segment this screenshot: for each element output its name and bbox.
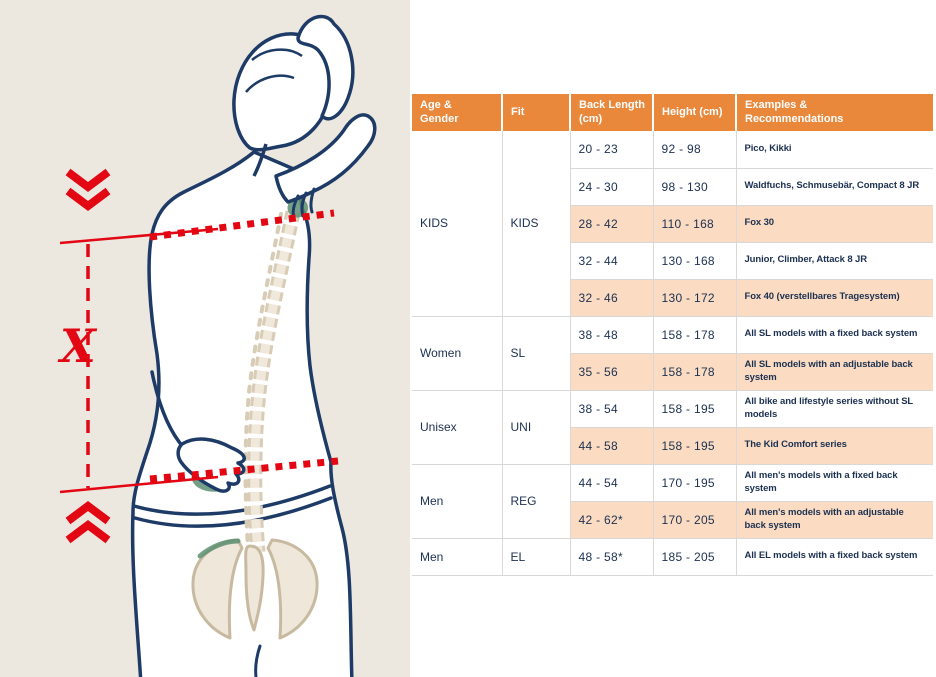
height-cell: 110 - 168 — [653, 205, 737, 243]
back-length-cell: 38 - 54 — [570, 390, 654, 428]
height-cell: 170 - 205 — [653, 501, 737, 539]
age-gender-cell: Unisex — [412, 390, 503, 465]
examples-cell: All SL models with an adjustable back sy… — [736, 353, 933, 391]
back-length-cell: 28 - 42 — [570, 205, 654, 243]
fit-cell: REG — [502, 464, 571, 539]
back-length-cell: 48 - 58* — [570, 538, 654, 576]
age-gender-cell: Women — [412, 316, 503, 391]
hip-reference-line — [59, 475, 219, 494]
back-length-cell: 32 - 44 — [570, 242, 654, 280]
figure-outline — [130, 150, 354, 677]
arrow-down-icon — [65, 168, 111, 192]
column-header: Age & Gender — [412, 94, 503, 131]
back-length-cell: 38 - 48 — [570, 316, 654, 354]
back-measurement-illustration: X — [0, 0, 410, 677]
examples-cell: All men's models with an adjustable back… — [736, 501, 933, 539]
height-cell: 98 - 130 — [653, 168, 737, 206]
fit-cell: UNI — [502, 390, 571, 465]
back-length-cell: 42 - 62* — [570, 501, 654, 539]
examples-cell: All bike and lifestyle series without SL… — [736, 390, 933, 428]
height-cell: 130 - 168 — [653, 242, 737, 280]
examples-cell: Fox 30 — [736, 205, 933, 243]
spine-illustration — [243, 210, 301, 553]
examples-cell: The Kid Comfort series — [736, 427, 933, 465]
arrow-up-icon — [65, 520, 111, 544]
column-header: Height (cm) — [653, 94, 737, 131]
pelvis-illustration — [191, 538, 319, 640]
back-length-cell: 32 - 46 — [570, 279, 654, 317]
back-length-cell: 24 - 30 — [570, 168, 654, 206]
fit-cell: SL — [502, 316, 571, 391]
height-cell: 92 - 98 — [653, 131, 737, 169]
hip-dotted-line — [149, 457, 339, 483]
age-gender-cell: Men — [412, 464, 503, 539]
x-measure-label: X — [57, 319, 98, 373]
column-header: Examples & Recommendations — [736, 94, 933, 131]
arrow-down-icon — [65, 187, 111, 211]
column-header: Back Length (cm) — [570, 94, 654, 131]
height-cell: 158 - 178 — [653, 316, 737, 354]
back-length-cell: 20 - 23 — [570, 131, 654, 169]
examples-cell: All EL models with a fixed back system — [736, 538, 933, 576]
figure-diagram: X — [57, 14, 377, 677]
back-length-cell: 44 - 54 — [570, 464, 654, 502]
examples-cell: All SL models with a fixed back system — [736, 316, 933, 354]
examples-cell: All men's models with a fixed back syste… — [736, 464, 933, 502]
height-cell: 185 - 205 — [653, 538, 737, 576]
age-gender-cell: Men — [412, 538, 503, 576]
column-header: Fit — [502, 94, 571, 131]
height-cell: 130 - 172 — [653, 279, 737, 317]
examples-cell: Waldfuchs, Schmusebär, Compact 8 JR — [736, 168, 933, 206]
age-gender-cell: KIDS — [412, 131, 503, 317]
measurement-marks — [59, 168, 339, 544]
examples-cell: Pico, Kikki — [736, 131, 933, 169]
back-length-cell: 44 - 58 — [570, 427, 654, 465]
height-cell: 158 - 195 — [653, 390, 737, 428]
hip-hand — [150, 370, 246, 493]
fit-cell: KIDS — [502, 131, 571, 317]
back-length-cell: 35 - 56 — [570, 353, 654, 391]
head-illustration — [232, 14, 355, 177]
height-cell: 170 - 195 — [653, 464, 737, 502]
fit-cell: EL — [502, 538, 571, 576]
height-cell: 158 - 178 — [653, 353, 737, 391]
height-cell: 158 - 195 — [653, 427, 737, 465]
arrow-up-icon — [65, 501, 111, 525]
examples-cell: Junior, Climber, Attack 8 JR — [736, 242, 933, 280]
examples-cell: Fox 40 (verstellbares Tragesystem) — [736, 279, 933, 317]
neck-dotted-line — [149, 209, 335, 241]
